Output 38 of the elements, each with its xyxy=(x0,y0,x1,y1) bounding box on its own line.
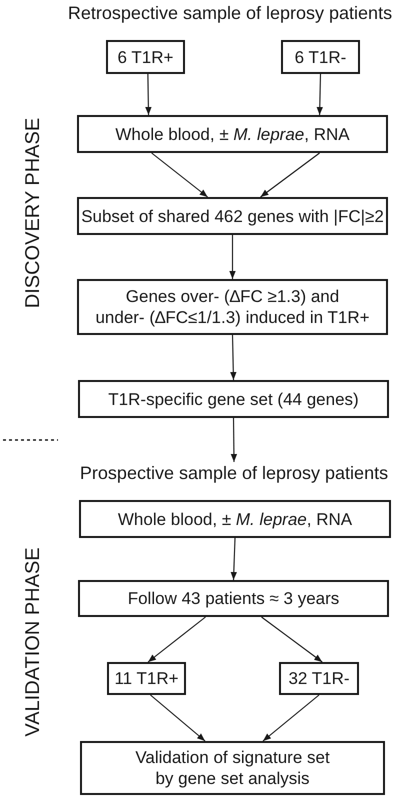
box-text: Validation of signature set by gene set analysis xyxy=(135,747,330,789)
arrow xyxy=(230,334,237,380)
arrow xyxy=(145,74,152,115)
process-box xyxy=(77,115,388,153)
arrow xyxy=(230,538,237,580)
box-text: Subset of shared 462 genes with |FC|≥2 xyxy=(81,206,384,226)
phase-label: DISCOVERY PHASE xyxy=(22,116,44,310)
arrow xyxy=(148,616,206,662)
process-box xyxy=(80,741,385,795)
section-heading: Retrospective sample of leprosy patients xyxy=(66,2,394,24)
box-text: T1R-specific gene set (44 genes) xyxy=(108,388,359,410)
process-box xyxy=(79,500,391,538)
process-box xyxy=(106,40,185,74)
box-text: 6 T1R+ xyxy=(118,46,174,68)
process-box xyxy=(107,662,186,695)
arrow xyxy=(151,152,208,198)
process-box xyxy=(77,197,388,235)
section-heading: Prospective sample of leprosy patients xyxy=(70,462,398,484)
box-text: 11 T1R+ xyxy=(114,668,179,689)
process-box xyxy=(78,380,389,418)
arrow xyxy=(260,152,320,198)
box-text: Whole blood, ± M. leprae, RNA xyxy=(115,124,350,144)
process-box xyxy=(279,662,359,695)
box-text: Genes over- (∆FC ≥1.3) and under- (∆FC≤1/1.3) induced in T1R+ xyxy=(95,286,370,328)
process-box xyxy=(281,40,360,74)
process-box xyxy=(77,279,388,335)
box-text: Whole blood, ± M. leprae, RNA xyxy=(118,508,352,530)
arrow xyxy=(316,74,323,116)
box-text: 6 T1R- xyxy=(294,46,346,68)
arrow xyxy=(229,235,236,279)
arrow xyxy=(261,616,323,662)
box-text: 32 T1R- xyxy=(288,668,350,689)
box-text: Follow 43 patients ≈ 3 years xyxy=(128,588,340,609)
arrow xyxy=(262,694,320,742)
arrow xyxy=(150,694,206,742)
process-box xyxy=(78,580,389,617)
arrow xyxy=(230,418,238,462)
phase-label: VALIDATION PHASE xyxy=(22,546,44,739)
